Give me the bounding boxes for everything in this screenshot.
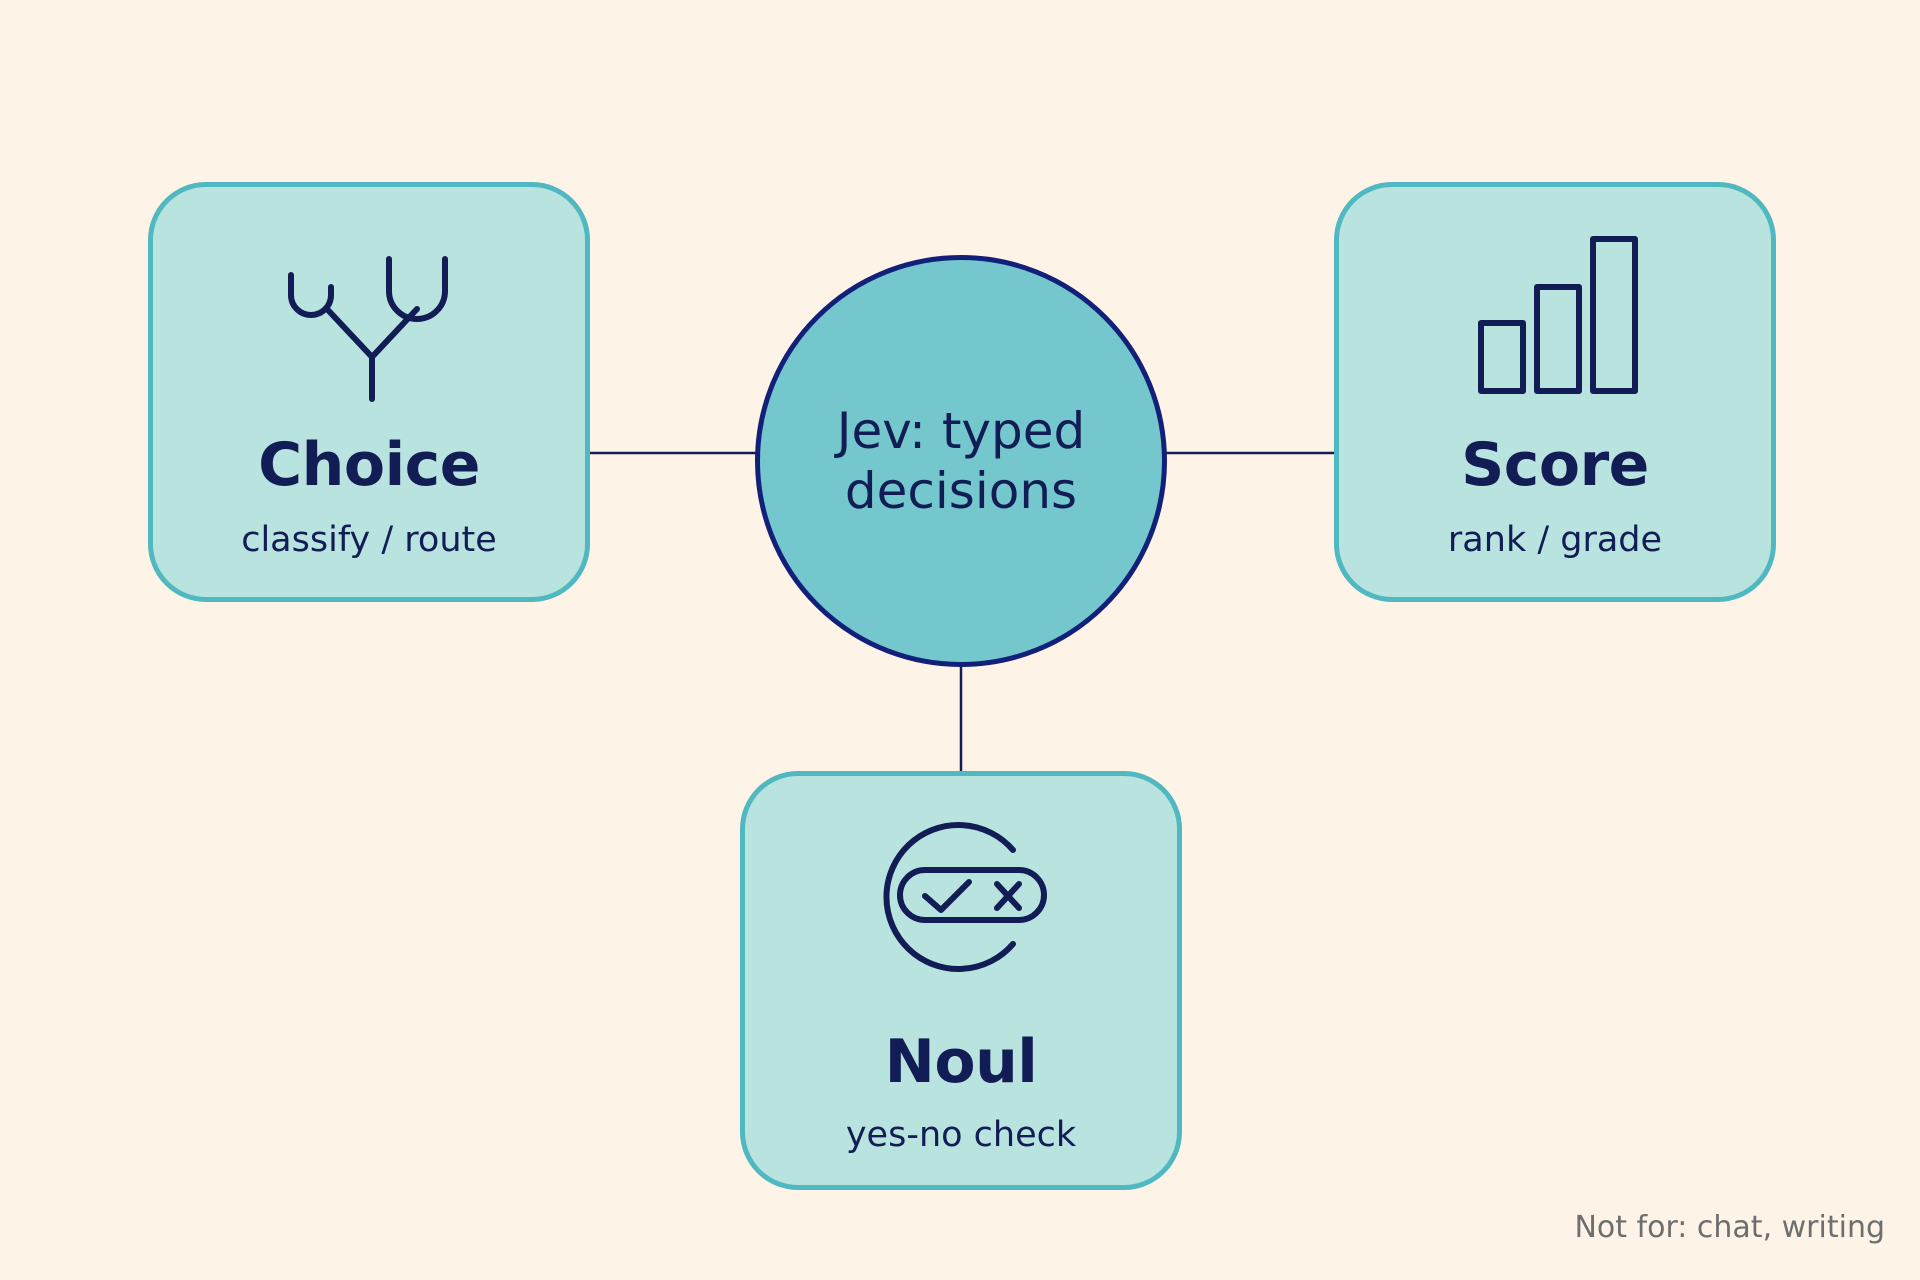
choice-subtitle: classify / route — [241, 520, 497, 560]
branch-fork-icon — [288, 256, 448, 402]
noul-title: Noul — [884, 1027, 1038, 1097]
bar-chart-icon-bar-medium — [1534, 284, 1582, 394]
score-title: Score — [1461, 430, 1649, 500]
footnote: Not for: chat, writing — [1574, 1210, 1885, 1245]
score-subtitle: rank / grade — [1447, 520, 1663, 560]
hub-label: Jev: typed decisions — [836, 402, 1086, 520]
bar-chart-icon-bar-short — [1478, 320, 1526, 394]
bar-chart-icon-bar-tall — [1590, 236, 1638, 394]
score-node: Score rank / grade — [1334, 182, 1776, 602]
choice-title: Choice — [258, 430, 480, 500]
noul-subtitle: yes-no check — [845, 1115, 1077, 1155]
bar-chart-icon — [1478, 236, 1638, 394]
noul-node: Noul yes-no check — [740, 771, 1182, 1190]
choice-node: Choice classify / route — [148, 182, 590, 602]
central-hub: Jev: typed decisions — [755, 255, 1167, 667]
check-cross-toggle-icon — [883, 822, 1047, 972]
